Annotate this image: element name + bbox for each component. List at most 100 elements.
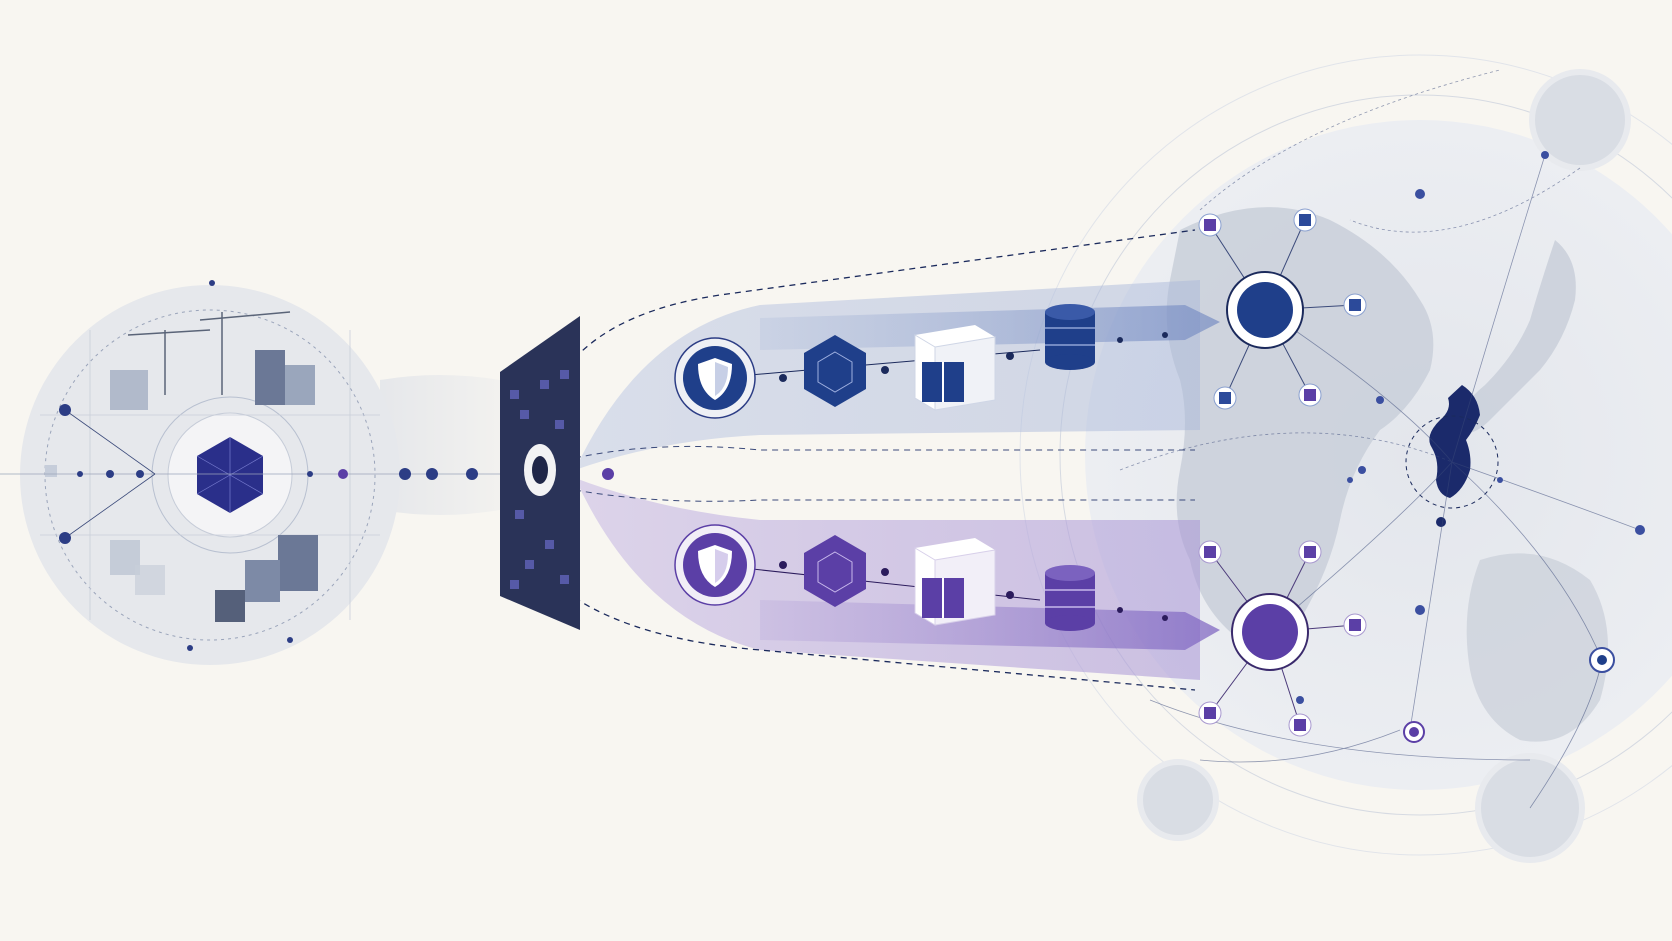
hub-leaf-cube: [1204, 546, 1216, 558]
source-cluster: [0, 280, 500, 665]
upper-hub-core: [1237, 282, 1293, 338]
map-island-dot: [1436, 517, 1446, 527]
upper-dashed-inner: [574, 445, 1195, 459]
lower-link-dot: [1162, 615, 1168, 621]
network-dot: [1635, 525, 1645, 535]
source-dot: [209, 280, 215, 286]
network-dot: [1296, 696, 1304, 704]
network-link: [1149, 699, 1531, 761]
lower-processing-cube: [817, 551, 853, 593]
source-grid: [40, 330, 380, 620]
gateway-pixel: [540, 380, 549, 389]
upper-processing-cube: [817, 351, 853, 393]
network-dot: [1347, 477, 1353, 483]
upper-dashed-outline: [574, 229, 1196, 359]
lower-shield-half: [715, 549, 728, 583]
building-block: [285, 365, 315, 405]
gateway-pixel: [525, 560, 534, 569]
network-link: [1199, 69, 1501, 211]
hub-leaf-cube: [1304, 389, 1316, 401]
gateway-pixel: [520, 410, 529, 419]
korea-focus-ring: [1405, 415, 1499, 509]
hub-leaf-cube: [1349, 299, 1361, 311]
db-top: [1045, 565, 1095, 581]
lower-network-hub-icon: [1198, 540, 1367, 737]
satellite-nodes: [1137, 69, 1631, 863]
network-dot: [1541, 151, 1549, 159]
globe-network-dots: [1296, 151, 1645, 704]
lower-dashed-outline: [574, 597, 1196, 691]
building-block: [215, 590, 245, 622]
hub-leaf-cube: [1204, 219, 1216, 231]
db-body: [1045, 312, 1095, 362]
source-dots: [59, 280, 478, 651]
gateway-pixel: [545, 540, 554, 549]
upper-flow-arrow: [760, 305, 1220, 350]
building-block: [135, 565, 165, 595]
db-body: [1045, 573, 1095, 623]
gateway-pixel: [515, 510, 524, 519]
network-link: [1529, 659, 1603, 809]
upper-building-icon: [914, 325, 996, 411]
upper-database-icon: [1045, 304, 1095, 370]
gateway-pixel: [510, 580, 519, 589]
network-link: [1119, 432, 1453, 471]
lower-link-dot: [881, 568, 889, 576]
upper-shield-half: [715, 362, 728, 396]
source-dot: [59, 404, 71, 416]
spoke-line: [64, 409, 156, 475]
upper-link-dot: [881, 366, 889, 374]
network-link: [1269, 461, 1453, 631]
gateway-pixels: [510, 370, 569, 589]
crane-boom: [127, 329, 211, 336]
satellite-bottom-left: [1137, 759, 1219, 841]
hub-leaf-cube: [1349, 619, 1361, 631]
lower-hub-leaves: [1198, 540, 1367, 737]
gateway-pixel: [555, 420, 564, 429]
globe-orbit-ring: [1059, 94, 1672, 816]
map-korea-highlight: [1429, 385, 1480, 498]
globe-outer-ring: [1019, 54, 1672, 856]
lower-hub-core: [1242, 604, 1298, 660]
lower-link-dot: [779, 561, 787, 569]
globe-node-purple-core: [1409, 727, 1419, 737]
source-dot: [287, 637, 293, 643]
source-dot: [466, 468, 478, 480]
globe-network: [1119, 69, 1641, 809]
network-link: [1199, 729, 1401, 763]
network-link: [1451, 154, 1546, 463]
network-dot: [1376, 396, 1384, 404]
upper-network-hub-icon: [1198, 208, 1367, 410]
source-dot: [136, 470, 144, 478]
lower-flow-arrow: [760, 600, 1220, 650]
db-bottom: [1045, 354, 1095, 370]
globe-network-markers: [1403, 647, 1615, 743]
hub-leaf-cube: [1204, 707, 1216, 719]
lower-processing-hexagon-icon: [804, 535, 866, 607]
building-block: [278, 535, 318, 591]
crane-boom: [199, 311, 291, 321]
building-block: [45, 465, 57, 477]
source-dot: [77, 471, 83, 477]
network-link: [1264, 309, 1453, 463]
network-link: [1409, 461, 1453, 731]
gateway-aperture-core: [532, 456, 548, 484]
source-dot: [338, 469, 348, 479]
lower-stage-icons: [674, 524, 1168, 631]
gateway-panel: [500, 316, 614, 630]
source-dot: [426, 468, 438, 480]
building-block: [110, 370, 148, 410]
lower-building-icon: [914, 538, 996, 626]
gateway-pixel: [560, 370, 569, 379]
upper-link-dot: [1006, 352, 1014, 360]
source-spokes: [0, 409, 500, 539]
hub-leaf-cube: [1294, 719, 1306, 731]
network-dot: [1497, 477, 1503, 483]
network-link: [1451, 461, 1641, 531]
hub-leaf-cube: [1304, 546, 1316, 558]
upper-stage-icons: [674, 304, 1168, 419]
upper-hub-leaves: [1198, 208, 1367, 410]
map-south-region-icon: [1466, 553, 1608, 742]
upper-link-dot: [1162, 332, 1168, 338]
